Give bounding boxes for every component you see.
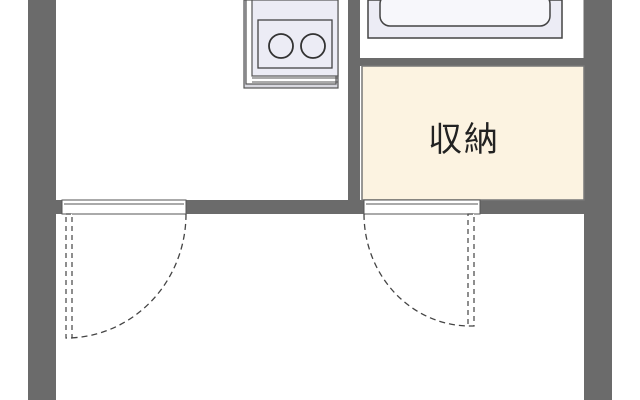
left-outer-wall xyxy=(28,0,56,400)
door-left xyxy=(61,199,187,339)
right-outer-wall xyxy=(584,0,612,400)
stove-burner-left xyxy=(268,33,294,59)
door-right xyxy=(363,199,481,327)
storage-label: 収納 xyxy=(428,120,500,160)
partition-wall-left-stub xyxy=(56,200,64,214)
partition-wall-middle xyxy=(186,200,364,214)
bathtub xyxy=(362,0,585,58)
partition-wall-right xyxy=(480,200,584,214)
bath-bottom-wall xyxy=(360,58,584,66)
kitchen-storage-divider-wall xyxy=(348,0,360,214)
stove-burner-right xyxy=(300,33,326,59)
